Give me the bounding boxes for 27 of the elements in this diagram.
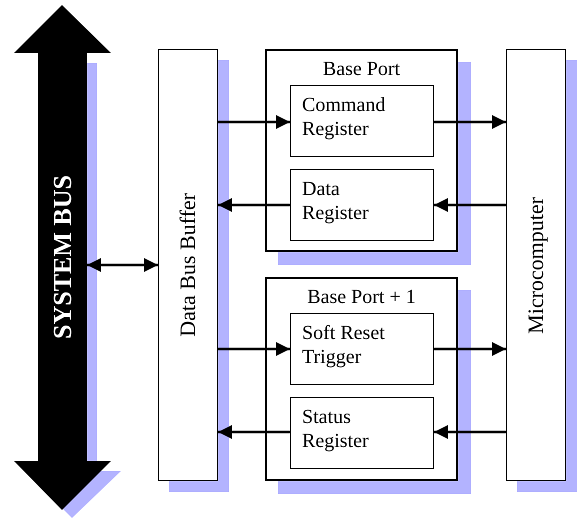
arrow [218, 198, 290, 212]
register-box [290, 397, 434, 469]
block-label: Microcomputer [525, 196, 547, 334]
arrow [434, 115, 506, 129]
double-arrow [14, 5, 122, 519]
register-box [290, 169, 434, 241]
port-title: Base Port [322, 57, 402, 81]
block-box [506, 49, 566, 481]
port-title: Base Port + 1 [306, 285, 417, 309]
register-label: Status Register [302, 405, 370, 453]
arrow [434, 342, 506, 356]
arrow [218, 425, 290, 439]
arrow [218, 115, 290, 129]
arrow [218, 342, 290, 356]
block-box [158, 49, 218, 481]
arrow [87, 258, 158, 272]
arrow [434, 198, 506, 212]
register-box [290, 313, 434, 385]
arrow [434, 425, 506, 439]
register-label: Data Register [302, 177, 370, 225]
register-box [290, 85, 434, 157]
port-box [265, 277, 458, 481]
register-label: Command Register [302, 93, 386, 141]
bus-label: SYSTEM BUS [50, 175, 76, 339]
register-label: Soft Reset Trigger [302, 321, 386, 369]
block-label: Data Bus Buffer [177, 193, 199, 337]
port-box [265, 49, 458, 252]
